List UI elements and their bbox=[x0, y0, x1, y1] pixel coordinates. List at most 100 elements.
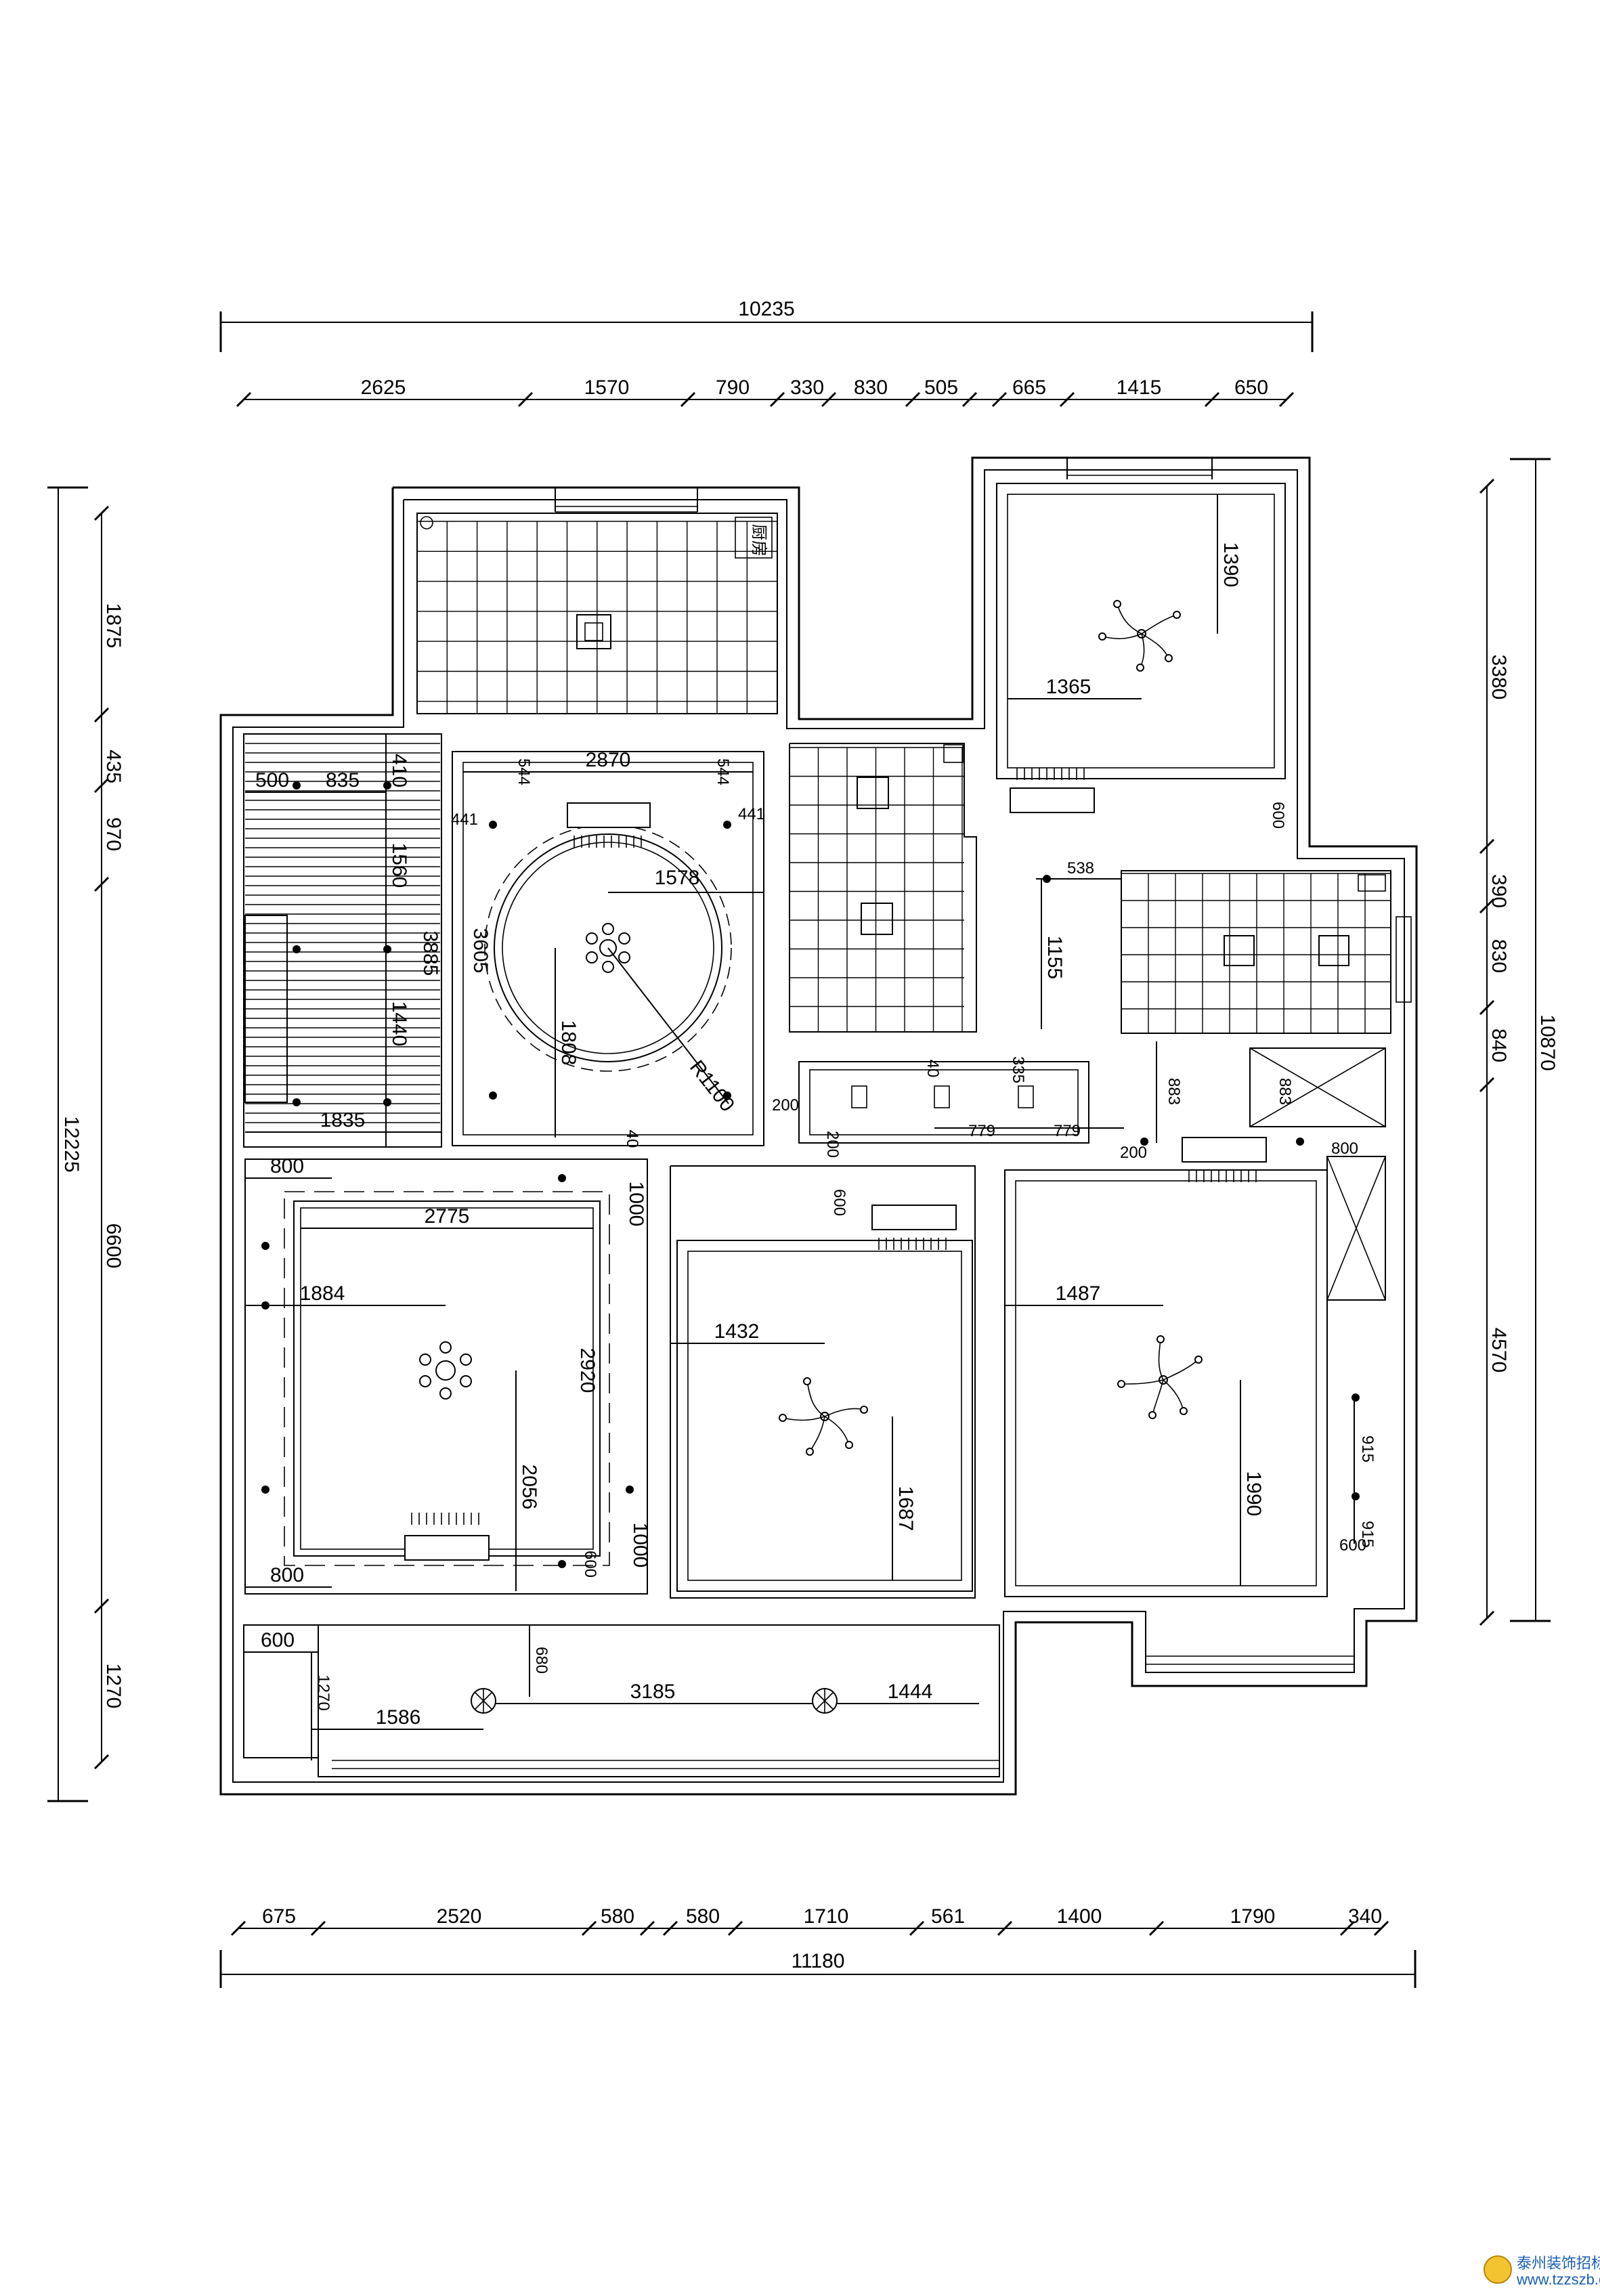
dim-south-3185: 3185 bbox=[630, 1681, 676, 1703]
dim-hall-40: 40 bbox=[924, 1060, 942, 1078]
chandelier-icon bbox=[1098, 600, 1181, 672]
stove-icon bbox=[1318, 935, 1349, 966]
dim-tick bbox=[769, 391, 785, 408]
dim-tick bbox=[93, 505, 110, 521]
dim-tick bbox=[1479, 1610, 1495, 1626]
dim-tick bbox=[680, 391, 696, 408]
dim-top-overall: 10235 bbox=[738, 298, 794, 320]
dim-corr-200: 200 bbox=[823, 1131, 842, 1158]
dim-bed-nw-1365: 1365 bbox=[1046, 676, 1091, 698]
corridor: 200 200 779 779 883 883 200 800 bbox=[772, 1041, 1386, 1301]
dim-living-width: 2870 bbox=[586, 749, 631, 771]
ac-vent-icon bbox=[1010, 787, 1095, 813]
dim-tick bbox=[517, 391, 534, 408]
kitchen-north: 厨房 bbox=[416, 513, 778, 714]
dim-tick bbox=[991, 391, 1008, 408]
dim-master-2775: 2775 bbox=[425, 1205, 470, 1228]
dim-living-441: 441 bbox=[738, 805, 765, 823]
dim-right-seg: 840 bbox=[1488, 1028, 1510, 1062]
socket-icon bbox=[1358, 874, 1386, 892]
dim-bed-nw-1390: 1390 bbox=[1219, 542, 1242, 588]
hall: 538 1155 335 40 bbox=[924, 859, 1121, 1083]
outlet-icon bbox=[934, 1085, 950, 1108]
dim-bed3-600: 600 bbox=[1339, 1536, 1366, 1555]
west-balcony: 410 1560 3885 1440 500 835 1835 bbox=[243, 733, 442, 1148]
dim-tick bbox=[1373, 1920, 1389, 1936]
dim-bottom-seg: 580 bbox=[601, 1905, 634, 1928]
dim-living-544: 544 bbox=[714, 758, 732, 785]
right-dimensions: 3380 390 830 840 4570 10870 bbox=[1479, 458, 1559, 1626]
dim-bed3-1990: 1990 bbox=[1242, 1471, 1265, 1517]
chandelier-icon bbox=[1117, 1335, 1203, 1419]
ac-vent-icon bbox=[871, 1205, 957, 1230]
dim-tick bbox=[93, 1754, 110, 1770]
dim-bottom-overall: 11180 bbox=[792, 1950, 845, 1972]
living-room: 2870 544 544 441 441 1578 3605 1808 R110… bbox=[451, 749, 765, 1148]
dim-south-680: 680 bbox=[532, 1647, 550, 1674]
ac-vent-icon bbox=[404, 1535, 490, 1561]
chandelier-icon bbox=[419, 1341, 472, 1400]
dim-bottom-seg: 2520 bbox=[437, 1905, 482, 1928]
dim-left-seg: 970 bbox=[102, 817, 125, 851]
dim-tick bbox=[93, 777, 110, 794]
dim-master-2920: 2920 bbox=[576, 1348, 599, 1393]
dim-balcony-1440: 1440 bbox=[388, 1001, 410, 1047]
outlet-icon bbox=[1018, 1085, 1034, 1108]
dim-top-seg: 1570 bbox=[584, 376, 630, 399]
dim-balcony-500: 500 bbox=[255, 769, 289, 792]
dim-south-1270: 1270 bbox=[314, 1674, 332, 1710]
kitchen-east bbox=[1121, 870, 1412, 1034]
dim-tick bbox=[1479, 1077, 1495, 1093]
dim-master-600: 600 bbox=[581, 1551, 599, 1578]
dim-master-800: 800 bbox=[270, 1155, 304, 1177]
dim-tick bbox=[1059, 391, 1075, 408]
dim-tick bbox=[1148, 1920, 1165, 1936]
floor-drain-icon bbox=[861, 903, 893, 935]
ac-vent-icon bbox=[567, 802, 651, 828]
kitchen-center bbox=[789, 743, 977, 1033]
dim-living-1808: 1808 bbox=[557, 1020, 580, 1066]
dim-corr-800: 800 bbox=[1331, 1140, 1358, 1158]
bedroom-2: 600 1432 1687 bbox=[670, 1165, 976, 1599]
dim-bottom-seg: 675 bbox=[262, 1905, 296, 1928]
dim-living-544: 544 bbox=[515, 758, 533, 785]
dim-tick bbox=[310, 1920, 326, 1936]
watermark: 泰州装饰招标网 www.tzzszb.com bbox=[1484, 2255, 1600, 2288]
dim-top-seg: 505 bbox=[924, 376, 958, 399]
dim-left-seg: 435 bbox=[102, 750, 125, 783]
dim-corr-779: 779 bbox=[968, 1122, 995, 1140]
watermark-url: www.tzzszb.com bbox=[1516, 2271, 1600, 2288]
dim-tick bbox=[1479, 999, 1495, 1016]
dim-top-seg: 2625 bbox=[361, 376, 406, 399]
dim-master-1000: 1000 bbox=[625, 1182, 647, 1227]
dim-left-seg: 6600 bbox=[102, 1223, 125, 1269]
kitchen-tag: 厨房 bbox=[750, 524, 768, 557]
dim-master-800b: 800 bbox=[270, 1564, 304, 1586]
dim-bed3-915: 915 bbox=[1358, 1521, 1377, 1548]
dim-top-seg: 1415 bbox=[1117, 376, 1162, 399]
dim-bottom-seg: 1400 bbox=[1057, 1905, 1102, 1928]
dim-top-seg: 665 bbox=[1012, 376, 1046, 399]
dim-master-1884: 1884 bbox=[300, 1282, 345, 1305]
dim-balcony-835: 835 bbox=[326, 769, 360, 792]
dim-tick bbox=[1479, 478, 1495, 494]
dim-bed2-600: 600 bbox=[830, 1189, 848, 1216]
dim-south-1444: 1444 bbox=[888, 1681, 933, 1703]
dim-bottom-seg: 340 bbox=[1348, 1905, 1382, 1928]
socket-icon bbox=[420, 516, 433, 529]
dim-right-seg: 830 bbox=[1488, 939, 1510, 973]
dim-hall-538: 538 bbox=[1067, 859, 1094, 878]
dim-tick bbox=[909, 1920, 925, 1936]
dim-right-seg: 3380 bbox=[1488, 655, 1510, 700]
dim-living-3605: 3605 bbox=[469, 928, 492, 974]
dim-hall-1155: 1155 bbox=[1043, 936, 1066, 980]
socket-icon bbox=[943, 744, 964, 763]
dim-right-seg: 390 bbox=[1488, 874, 1510, 908]
dim-tick bbox=[961, 391, 978, 408]
dim-balcony-3885: 3885 bbox=[419, 931, 441, 976]
dim-tick bbox=[1479, 838, 1495, 854]
dim-living-441: 441 bbox=[451, 810, 478, 829]
dim-tick bbox=[997, 1920, 1013, 1936]
dim-tick bbox=[1278, 391, 1295, 408]
